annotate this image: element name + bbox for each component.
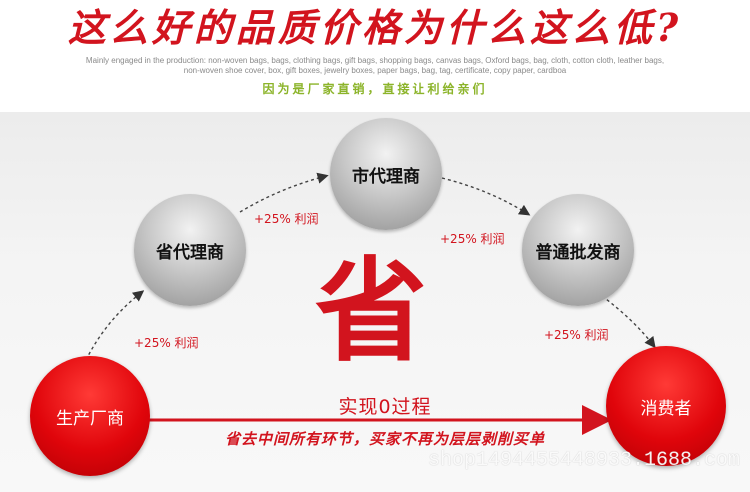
- profit-label-3: +25% 利润: [440, 232, 505, 246]
- english-subtext: Mainly engaged in the production: non-wo…: [85, 56, 665, 75]
- arrow-producer-to-provincial: [85, 290, 145, 361]
- profit-label-1: +25% 利润: [134, 336, 199, 350]
- shop-watermark: shop1494455448933.1688.com: [427, 449, 740, 472]
- headline: 这么好的品质价格为什么这么低?: [67, 5, 683, 50]
- slogan: 因为是厂家直销，直接让利给亲们: [262, 82, 488, 96]
- node-label: 省代理商: [156, 242, 224, 263]
- node-city-agent: 市代理商: [330, 118, 442, 230]
- node-label: 生产厂商: [56, 408, 124, 429]
- header-section: 这么好的品质价格为什么这么低? Mainly engaged in the pr…: [0, 0, 750, 112]
- saving-slogan: 省去中间所有环节，买家不再为层层剥削买单: [224, 430, 545, 448]
- big-save-character: 省: [315, 246, 427, 377]
- node-producer: 生产厂商: [30, 356, 150, 476]
- node-label: 消费者: [640, 398, 692, 419]
- node-wholesaler: 普通批发商: [522, 194, 634, 306]
- arrow-wholesaler-to-consumer: [601, 295, 656, 349]
- node-label: 普通批发商: [535, 242, 621, 263]
- profit-label-2: +25% 利润: [254, 212, 319, 226]
- node-consumer: 消费者: [606, 346, 726, 466]
- arrow-provincial-to-city: [239, 172, 329, 213]
- node-provincial-agent: 省代理商: [134, 194, 246, 306]
- zero-process-text: 实现0过程: [338, 396, 432, 418]
- node-label: 市代理商: [352, 166, 420, 187]
- arrow-city-to-wholesaler: [441, 177, 531, 216]
- profit-label-4: +25% 利润: [544, 328, 609, 342]
